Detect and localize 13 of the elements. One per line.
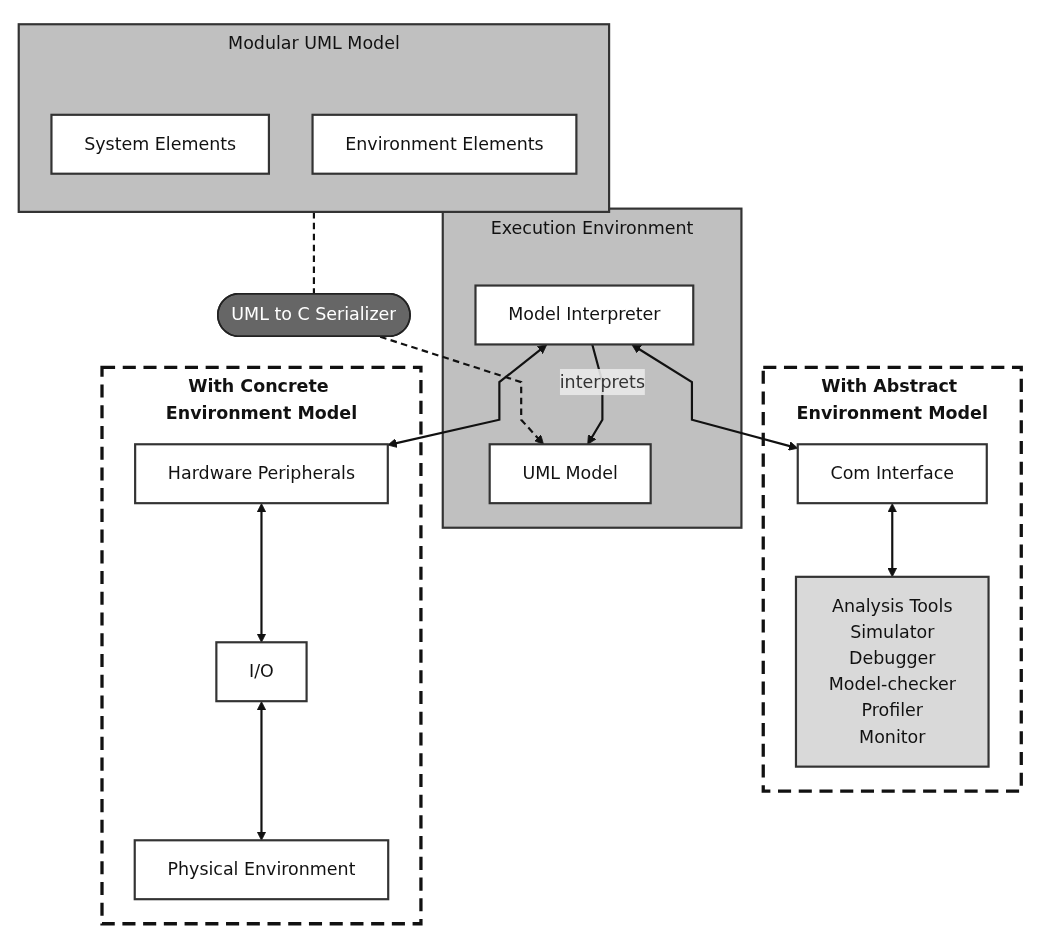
node-box: UML Model [488, 442, 652, 504]
edge-label: interprets [559, 370, 645, 392]
arrow [387, 343, 548, 448]
arrow [887, 502, 898, 577]
node-box: Com Interface [796, 442, 988, 504]
node-box: Environment Elements [311, 113, 578, 175]
node-box: Hardware Peripherals [134, 442, 389, 504]
node-box: I/O [215, 640, 308, 702]
node-box: Physical Environment [133, 838, 390, 900]
node-box: System Elements [50, 113, 270, 175]
connector [312, 211, 315, 294]
node-box: Model Interpreter [474, 283, 695, 346]
node-box: Analysis Tools Simulator Debugger Model-checker Profiler Monitor [794, 575, 990, 768]
